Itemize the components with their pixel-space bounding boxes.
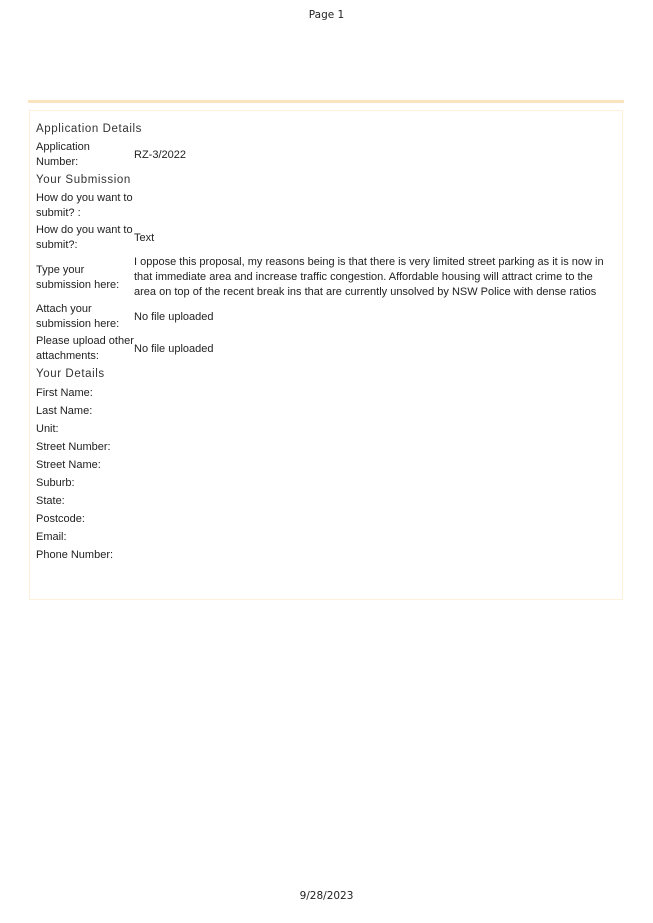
field-label: First Name: — [36, 386, 93, 399]
field-label: Last Name: — [36, 404, 93, 417]
field-unit: Unit: — [36, 421, 616, 437]
field-value: No file uploaded — [134, 310, 214, 323]
field-label: How do you want to submit? : — [36, 192, 133, 219]
field-street-number: Street Number: — [36, 439, 616, 455]
field-label: Attach your submission here: — [36, 303, 120, 330]
field-label: Street Name: — [36, 458, 101, 471]
field-label: Suburb: — [36, 476, 75, 489]
field-submit-method-2: How do you want to submit?: Text — [36, 223, 616, 253]
field-state: State: — [36, 493, 616, 509]
page-number: Page 1 — [308, 9, 345, 21]
field-label: Application Number: — [36, 141, 90, 168]
field-label: How do you want to submit?: — [36, 224, 133, 251]
field-submit-method-1: How do you want to submit? : — [36, 191, 616, 221]
field-label: State: — [36, 494, 65, 507]
field-value: Text — [134, 231, 155, 244]
field-other-attachments: Please upload other attachments: No file… — [36, 334, 616, 364]
section-title-your-details: Your Details — [36, 368, 105, 380]
field-phone-number: Phone Number: — [36, 547, 616, 563]
field-value: RZ-3/2022 — [134, 148, 186, 161]
section-title-application-details: Application Details — [36, 123, 143, 135]
section-title-your-submission: Your Submission — [36, 174, 131, 186]
field-label: Please upload other attachments: — [36, 335, 134, 362]
field-suburb: Suburb: — [36, 475, 616, 491]
field-postcode: Postcode: — [36, 511, 616, 527]
field-street-name: Street Name: — [36, 457, 616, 473]
field-label: Phone Number: — [36, 548, 114, 561]
field-label: Unit: — [36, 422, 59, 435]
field-value: I oppose this proposal, my reasons being… — [134, 256, 604, 298]
field-label: Email: — [36, 530, 67, 543]
field-submission-text: Type your submission here: I oppose this… — [36, 255, 616, 300]
field-label: Street Number: — [36, 440, 111, 453]
field-label: Postcode: — [36, 512, 85, 525]
field-email: Email: — [36, 529, 616, 545]
field-attach-submission: Attach your submission here: No file upl… — [36, 302, 616, 332]
field-last-name: Last Name: — [36, 403, 616, 419]
field-label: Type your submission here: — [36, 263, 120, 291]
print-date: 9/28/2023 — [299, 890, 354, 902]
field-first-name: First Name: — [36, 385, 616, 401]
field-application-number: Application Number: RZ-3/2022 — [36, 140, 616, 170]
field-value: No file uploaded — [134, 342, 214, 355]
header-divider — [28, 100, 624, 103]
submission-form: Application Details Application Number: … — [29, 110, 623, 600]
